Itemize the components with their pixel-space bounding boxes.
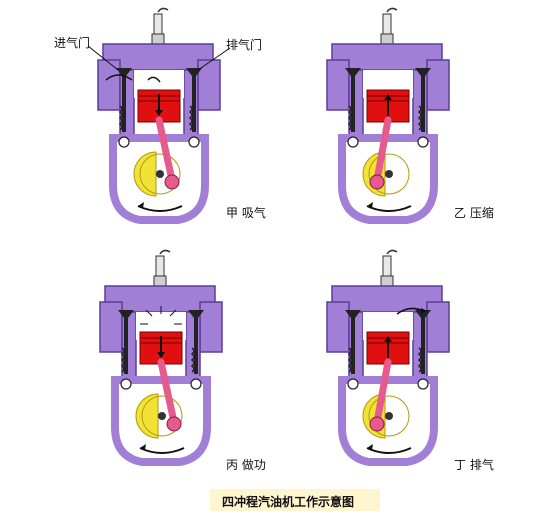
engine-intake-stroke: [98, 8, 220, 220]
stroke-label-intake: 甲 吸气: [226, 204, 266, 221]
stroke-label-power: 丙 做功: [226, 456, 266, 473]
engine-exhaust-stroke: [327, 250, 449, 462]
stroke-label-compression: 乙 压缩: [454, 204, 494, 221]
engine-compression-stroke: [327, 8, 449, 220]
figure-caption: 四冲程汽油机工作示意图: [222, 493, 354, 510]
engine-power-stroke: [100, 250, 222, 462]
stroke-label-exhaust: 丁 排气: [454, 456, 494, 473]
intake-valve-label: 进气门: [54, 34, 90, 51]
exhaust-valve-label: 排气门: [226, 36, 262, 53]
